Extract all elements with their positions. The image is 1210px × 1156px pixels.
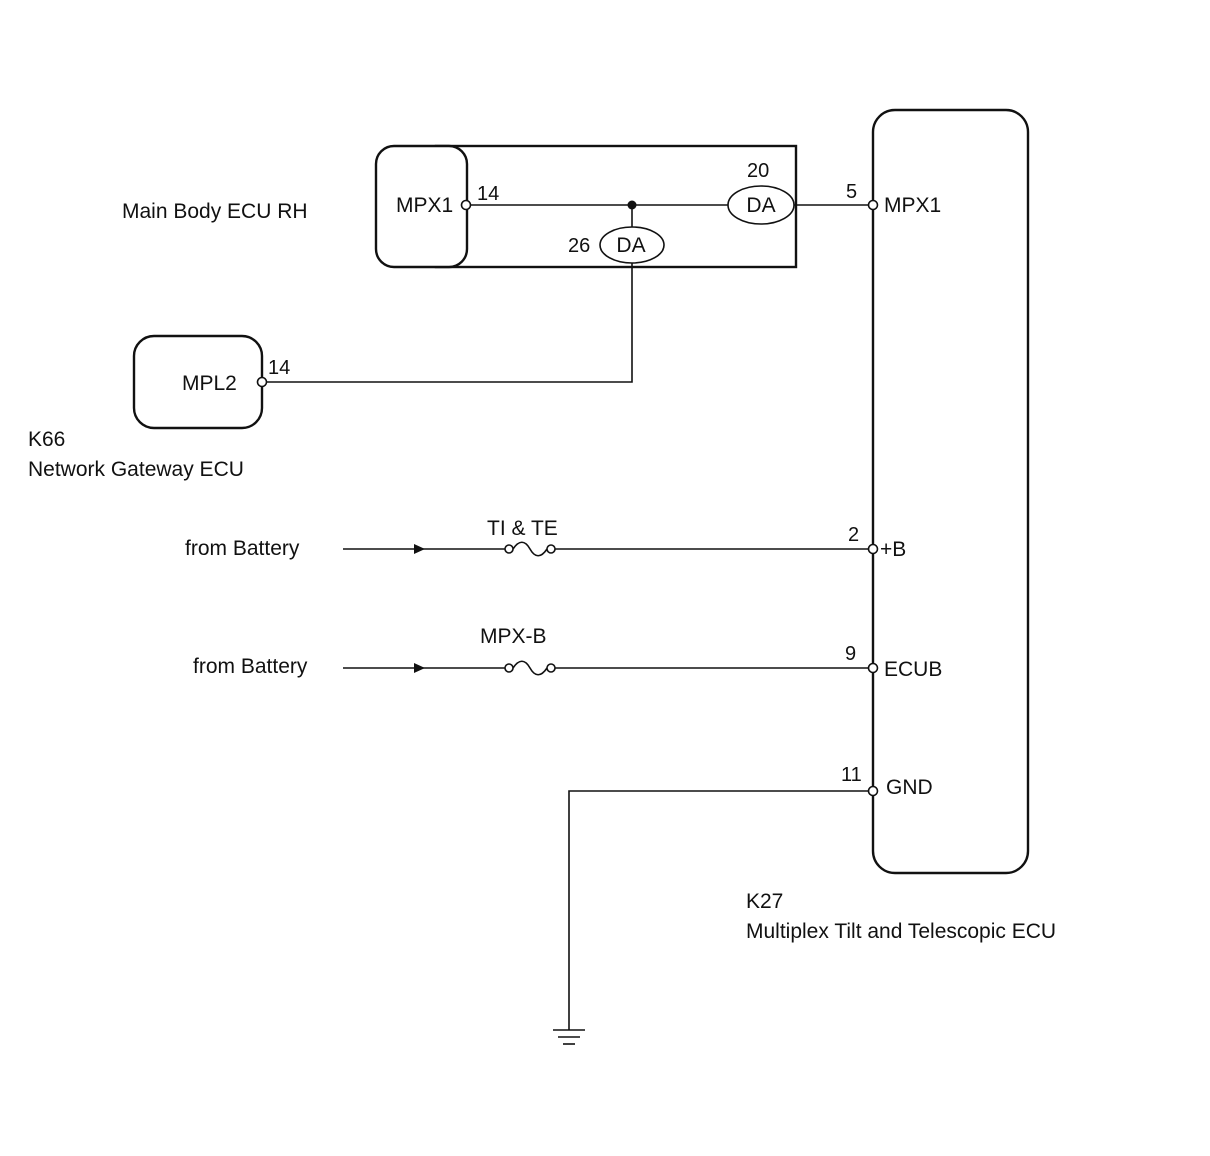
main-body-ecu-label: Main Body ECU RH (122, 200, 308, 223)
gateway-ecu-code: K66 (28, 428, 65, 451)
tilt-ecu-name: Multiplex Tilt and Telescopic ECU (746, 920, 1056, 943)
network-gateway-ecu: MPL2 14 K66 Network Gateway ECU (28, 263, 633, 481)
fuse-1-left-terminal (504, 544, 514, 554)
power-feed-2-arrow (414, 663, 425, 673)
gateway-mpl2-terminal (256, 376, 268, 388)
power-feed-ti-te: from Battery TI & TE (185, 517, 869, 560)
gateway-ecu-name: Network Gateway ECU (28, 458, 244, 481)
main-body-ecu-terminal-label: MPX1 (396, 194, 453, 217)
power-source-2-label: from Battery (193, 655, 308, 678)
tilt-pin-2-name: +B (880, 538, 906, 561)
connector-da-20-pin: 20 (747, 160, 769, 182)
power-feed-mpx-b: from Battery MPX-B (193, 625, 869, 678)
tilt-pin-11-number: 11 (841, 764, 862, 786)
tilt-pin-9-number: 9 (845, 643, 856, 665)
tilt-telescopic-ecu: K27 Multiplex Tilt and Telescopic ECU 5 … (746, 108, 1056, 943)
tilt-ecu-code: K27 (746, 890, 783, 913)
gateway-terminal-label: MPL2 (182, 372, 237, 395)
tilt-pin-2-terminal (867, 543, 879, 555)
tilt-pin-5-name: MPX1 (884, 194, 941, 217)
fuse-2-left-terminal (504, 663, 514, 673)
main-body-mpx1-terminal (460, 199, 472, 211)
main-body-ecu-pin-label: 14 (477, 183, 499, 205)
ground-wire (568, 790, 869, 1030)
power-source-1-label: from Battery (185, 537, 300, 560)
tilt-pin-2-number: 2 (848, 524, 859, 546)
tilt-pin-9-terminal (867, 662, 879, 674)
main-body-ecu: Main Body ECU RH MPX1 14 DA 20 DA 26 (122, 144, 798, 269)
fuse-2-right-terminal (546, 663, 556, 673)
connector-da-20-code: DA (746, 194, 775, 217)
tilt-pin-11-name: GND (886, 776, 933, 799)
tilt-pin-5-terminal (867, 199, 879, 211)
tilt-pin-11-terminal (867, 785, 879, 797)
fuse-1-label: TI & TE (487, 517, 558, 540)
gateway-wire (266, 263, 633, 383)
connector-da-26-pin: 26 (568, 235, 590, 257)
ground-circuit (553, 790, 869, 1045)
connector-da-26-code: DA (616, 234, 645, 257)
fuse-1-icon (512, 541, 548, 557)
tilt-pin-5-number: 5 (846, 181, 857, 203)
power-feed-1-arrow (414, 544, 425, 554)
gateway-pin-label: 14 (268, 357, 290, 379)
fuse-1-right-terminal (546, 544, 556, 554)
fuse-2-icon (512, 660, 548, 676)
tilt-ecu-box (871, 108, 1030, 875)
tilt-pin-9-name: ECUB (884, 658, 942, 681)
fuse-2-label: MPX-B (480, 625, 547, 648)
